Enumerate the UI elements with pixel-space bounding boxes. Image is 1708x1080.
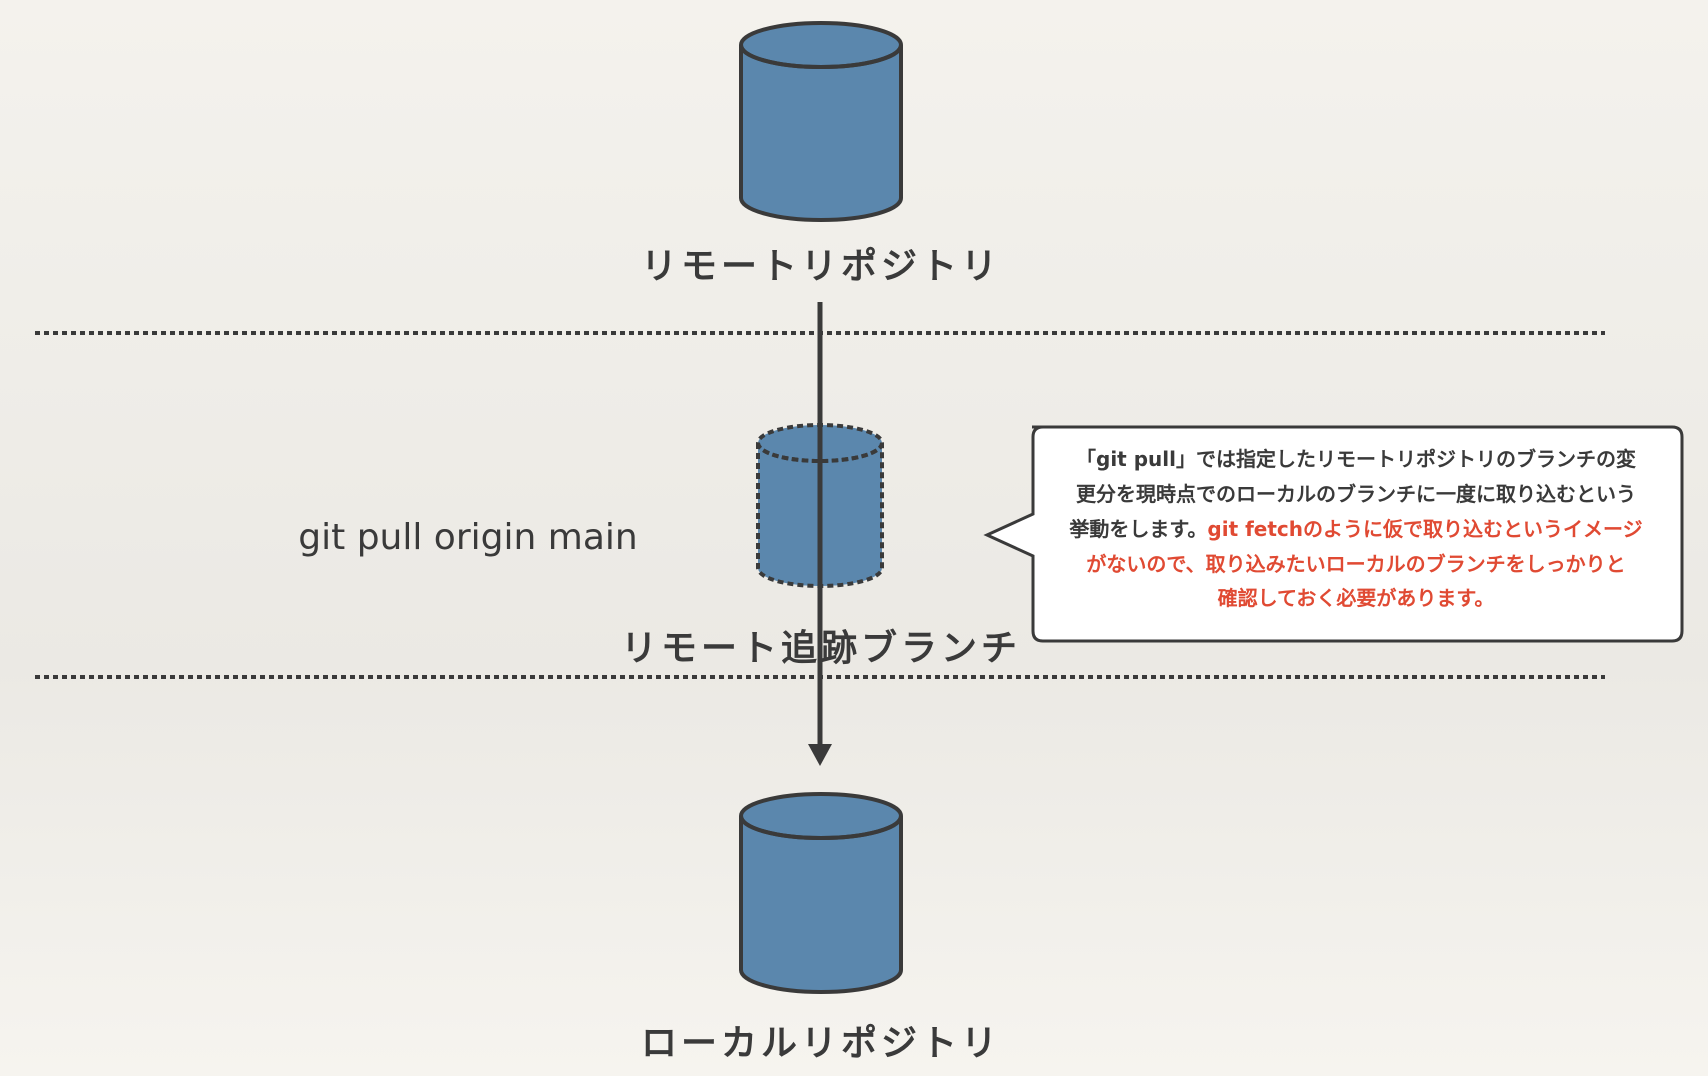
remote-repository-label: リモートリポジトリ	[641, 245, 1001, 287]
local-repository-label: ローカルリポジトリ	[641, 1022, 1001, 1064]
callout-line-1: 「git pull」では指定したリモートリポジトリのブランチの変	[1076, 447, 1636, 471]
callout-line-4: がないので、取り込みたいローカルのブランチをしっかりと	[1086, 552, 1625, 576]
remote-repository: リモートリポジトリ	[641, 21, 1001, 287]
callout-line-3-accent: git fetchのように仮で取り込むというイメージ	[1207, 517, 1642, 541]
callout-line-3: 挙動をします。git fetchのように仮で取り込むというイメージ	[1068, 517, 1642, 541]
callout-bubble: 「git pull」では指定したリモートリポジトリのブランチの変 更分を現時点で…	[983, 425, 1684, 643]
callout-line-5: 確認しておく必要があります。	[1218, 586, 1495, 610]
command-label: git pull origin main	[298, 517, 637, 558]
database-cylinder-icon	[739, 21, 903, 222]
local-repository: ローカルリポジトリ	[641, 792, 1001, 1064]
callout-line-3-normal: 挙動をします。	[1068, 517, 1207, 541]
database-cylinder-icon	[739, 792, 903, 994]
pull-arrow	[808, 302, 832, 766]
callout-line-2: 更分を現時点でのローカルのブランチに一度に取り込むという	[1076, 482, 1636, 506]
arrow-head-icon	[808, 744, 832, 766]
callout-text: 「git pull」では指定したリモートリポジトリのブランチの変 更分を現時点で…	[1068, 447, 1642, 610]
